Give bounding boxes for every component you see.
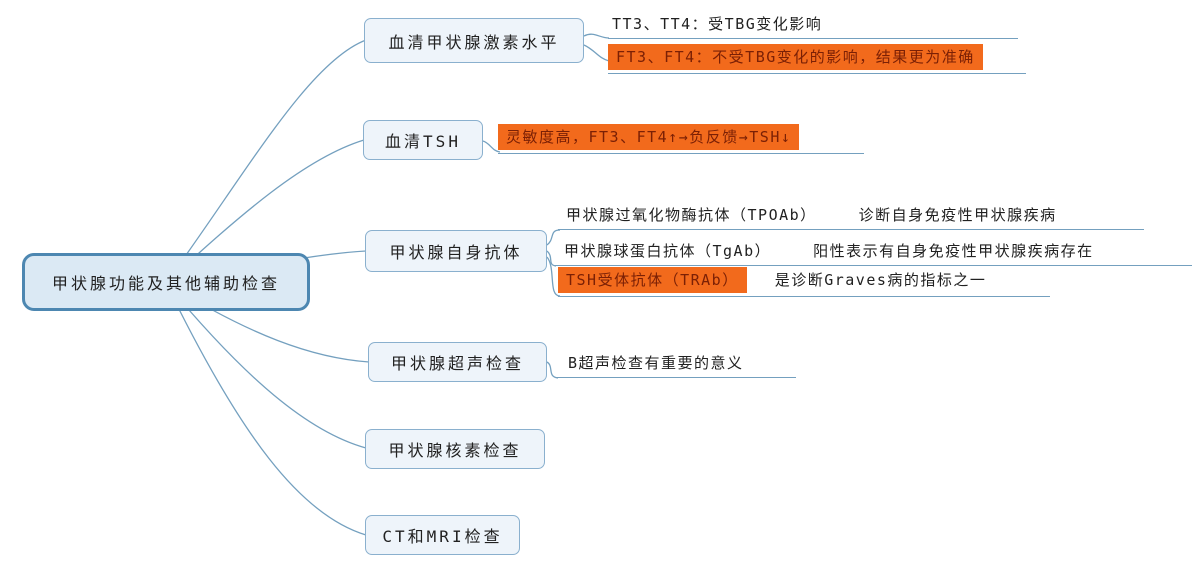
connector-branch1-child2: [583, 44, 610, 62]
topic-label: CT和MRI检查: [382, 527, 503, 546]
topic-thyroid-radionuclide[interactable]: 甲状腺核素检查: [365, 429, 545, 469]
subtopic-label: B超声检查有重要的意义: [568, 354, 744, 372]
subtopic-trab[interactable]: TSH受体抗体（TRAb） 是诊断Graves病的指标之一: [558, 267, 1050, 297]
topic-label: 血清甲状腺激素水平: [388, 32, 560, 52]
connector-root-branch5: [165, 282, 367, 449]
topic-serum-thyroid-hormone[interactable]: 血清甲状腺激素水平: [364, 18, 584, 63]
subtopic-label: TT3、TT4：受TBG变化影响: [612, 15, 823, 33]
subtopic-note[interactable]: 是诊断Graves病的指标之一: [774, 271, 987, 289]
subtopic-tgab[interactable]: 甲状腺球蛋白抗体（TgAb） 阳性表示有自身免疫性甲状腺疾病存在: [554, 240, 1192, 266]
connector-branch4-child1: [546, 361, 559, 379]
topic-label: 血清TSH: [385, 132, 461, 151]
subtopic-label-highlighted: FT3、FT4：不受TBG变化的影响，结果更为准确: [608, 44, 983, 70]
subtopic-tsh-sensitivity[interactable]: 灵敏度高，FT3、FT4↑→负反馈→TSH↓: [498, 124, 864, 154]
subtopic-b-ultrasound[interactable]: B超声检查有重要的意义: [556, 352, 796, 378]
topic-label: 甲状腺自身抗体: [389, 243, 523, 262]
subtopic-label-highlighted: TSH受体抗体（TRAb）: [558, 267, 747, 293]
subtopic-note[interactable]: 阳性表示有自身免疫性甲状腺疾病存在: [813, 242, 1094, 260]
topic-label: 甲状腺超声检查: [390, 354, 524, 373]
subtopic-ft3-ft4[interactable]: FT3、FT4：不受TBG变化的影响，结果更为准确: [608, 44, 1026, 74]
topic-thyroid-ultrasound[interactable]: 甲状腺超声检查: [368, 342, 547, 382]
root-topic[interactable]: 甲状腺功能及其他辅助检查: [22, 253, 310, 311]
connector-root-branch6: [165, 282, 367, 536]
connector-branch2-child1: [482, 140, 501, 153]
subtopic-label-highlighted: 灵敏度高，FT3、FT4↑→负反馈→TSH↓: [498, 124, 800, 150]
subtopic-label: 甲状腺球蛋白抗体（TgAb）: [564, 242, 772, 260]
connector-branch3-child3: [546, 256, 561, 297]
subtopic-label: 甲状腺过氧化物酶抗体（TPOAb）: [566, 206, 817, 224]
subtopic-note[interactable]: 诊断自身免疫性甲状腺疾病: [858, 206, 1057, 224]
topic-thyroid-autoantibody[interactable]: 甲状腺自身抗体: [365, 230, 547, 272]
topic-label: 甲状腺核素检查: [388, 441, 522, 460]
connector-root-branch1: [165, 39, 367, 284]
topic-serum-tsh[interactable]: 血清TSH: [363, 120, 483, 160]
connector-branch1-child1: [583, 33, 610, 39]
root-topic-label: 甲状腺功能及其他辅助检查: [51, 274, 280, 293]
subtopic-tpoab[interactable]: 甲状腺过氧化物酶抗体（TPOAb） 诊断自身免疫性甲状腺疾病: [558, 204, 1144, 230]
subtopic-tt3-tt4[interactable]: TT3、TT4：受TBG变化影响: [608, 13, 1018, 39]
topic-ct-mri[interactable]: CT和MRI检查: [365, 515, 520, 555]
connector-branch3-child1: [546, 229, 561, 246]
